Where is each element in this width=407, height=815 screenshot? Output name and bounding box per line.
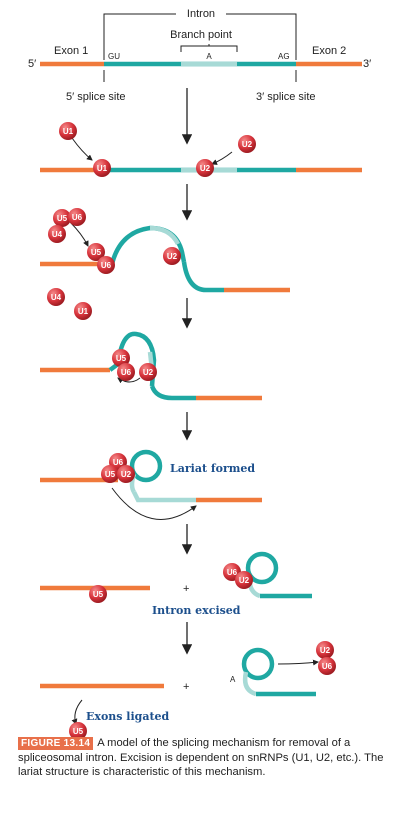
snrnp-u5: U5 (89, 585, 107, 603)
svg-text:U6: U6 (121, 368, 132, 377)
panel-lariat-formed: Lariat formed (40, 449, 262, 520)
intron-excised-label: Intron excised (152, 604, 241, 617)
svg-text:U5: U5 (116, 354, 127, 363)
snrnp-u5: U5 (53, 209, 71, 227)
snrnp-u2: U2 (196, 159, 214, 177)
snrnp-u5: U5 (112, 349, 130, 367)
svg-text:U4: U4 (51, 293, 62, 302)
branch-point-bracket (180, 44, 238, 52)
branch-point-label: Branch point (170, 29, 232, 41)
intron-label: Intron (187, 8, 215, 20)
svg-text:U6: U6 (113, 458, 124, 467)
svg-text:U6: U6 (72, 213, 83, 222)
gu-label: GU (108, 52, 120, 61)
svg-text:U2: U2 (121, 470, 132, 479)
snrnp-u4: U4 (48, 225, 66, 243)
branch-a-free-label: A (230, 675, 236, 684)
panel-loop-closing (40, 331, 262, 401)
snrnp-u2: U2 (117, 465, 135, 483)
snrnp-u2: U2 (238, 135, 256, 153)
svg-text:U6: U6 (101, 261, 112, 270)
panel-tri-snrnp (40, 221, 290, 293)
snrnp-u2: U2 (316, 641, 334, 659)
svg-text:U2: U2 (239, 576, 250, 585)
snrnp-u2: U2 (139, 363, 157, 381)
ag-label: AG (278, 52, 290, 61)
panel-exons-ligated: + A Exons ligated (40, 647, 319, 725)
svg-text:U1: U1 (63, 127, 74, 136)
snrnp-u6: U6 (117, 363, 135, 381)
svg-text:U5: U5 (93, 590, 104, 599)
svg-text:U6: U6 (227, 568, 238, 577)
svg-text:U4: U4 (52, 230, 63, 239)
svg-text:U5: U5 (73, 727, 84, 736)
snrnp-u6: U6 (97, 256, 115, 274)
panel-pre-mrna: Intron Branch point A Exon 1 Exon 2 GU A… (28, 6, 371, 103)
snrnp-u5: U5 (87, 243, 105, 261)
snrnp-u1: U1 (74, 302, 92, 320)
exon2-label: Exon 2 (312, 45, 346, 57)
caption-text: A model of the splicing mechanism for re… (18, 737, 384, 778)
branch-a-label: A (206, 52, 212, 61)
svg-text:U6: U6 (322, 662, 333, 671)
svg-text:U2: U2 (320, 646, 331, 655)
snrnp-u1: U1 (93, 159, 111, 177)
snrnp-u6: U6 (318, 657, 336, 675)
svg-text:U2: U2 (167, 252, 178, 261)
three-prime-label: 3′ (363, 58, 371, 70)
lariat-formed-label: Lariat formed (170, 462, 255, 475)
splice5-label: 5′ splice site (66, 91, 126, 103)
snrnp-u4: U4 (47, 288, 65, 306)
plus-sign-1: + (183, 583, 189, 595)
svg-text:U5: U5 (57, 214, 68, 223)
snrnp-u1: U1 (59, 122, 77, 140)
five-prime-label: 5′ (28, 58, 36, 70)
svg-text:U2: U2 (143, 368, 154, 377)
plus-sign-2: + (183, 681, 189, 693)
panel-intron-excised: + Intron excised (40, 551, 312, 617)
splice3-label: 3′ splice site (256, 91, 316, 103)
snrnp-u5: U5 (69, 722, 87, 740)
figure-label: FIGURE 13.14 (18, 737, 94, 750)
svg-text:U2: U2 (242, 140, 253, 149)
snrnp-u2: U2 (163, 247, 181, 265)
snrnp-u5: U5 (101, 465, 119, 483)
svg-text:U2: U2 (200, 164, 211, 173)
exons-ligated-label: Exons ligated (86, 710, 170, 723)
svg-text:U1: U1 (97, 164, 108, 173)
svg-text:U5: U5 (91, 248, 102, 257)
snrnp-u6: U6 (68, 208, 86, 226)
exon1-label: Exon 1 (54, 45, 88, 57)
svg-text:U5: U5 (105, 470, 116, 479)
snrnp-particles: U1 U2 U1 U2 U5 U6 U4 U5 U6 U2 U4 U1 U5 U… (47, 122, 336, 740)
snrnp-u2: U2 (235, 571, 253, 589)
svg-text:U1: U1 (78, 307, 89, 316)
